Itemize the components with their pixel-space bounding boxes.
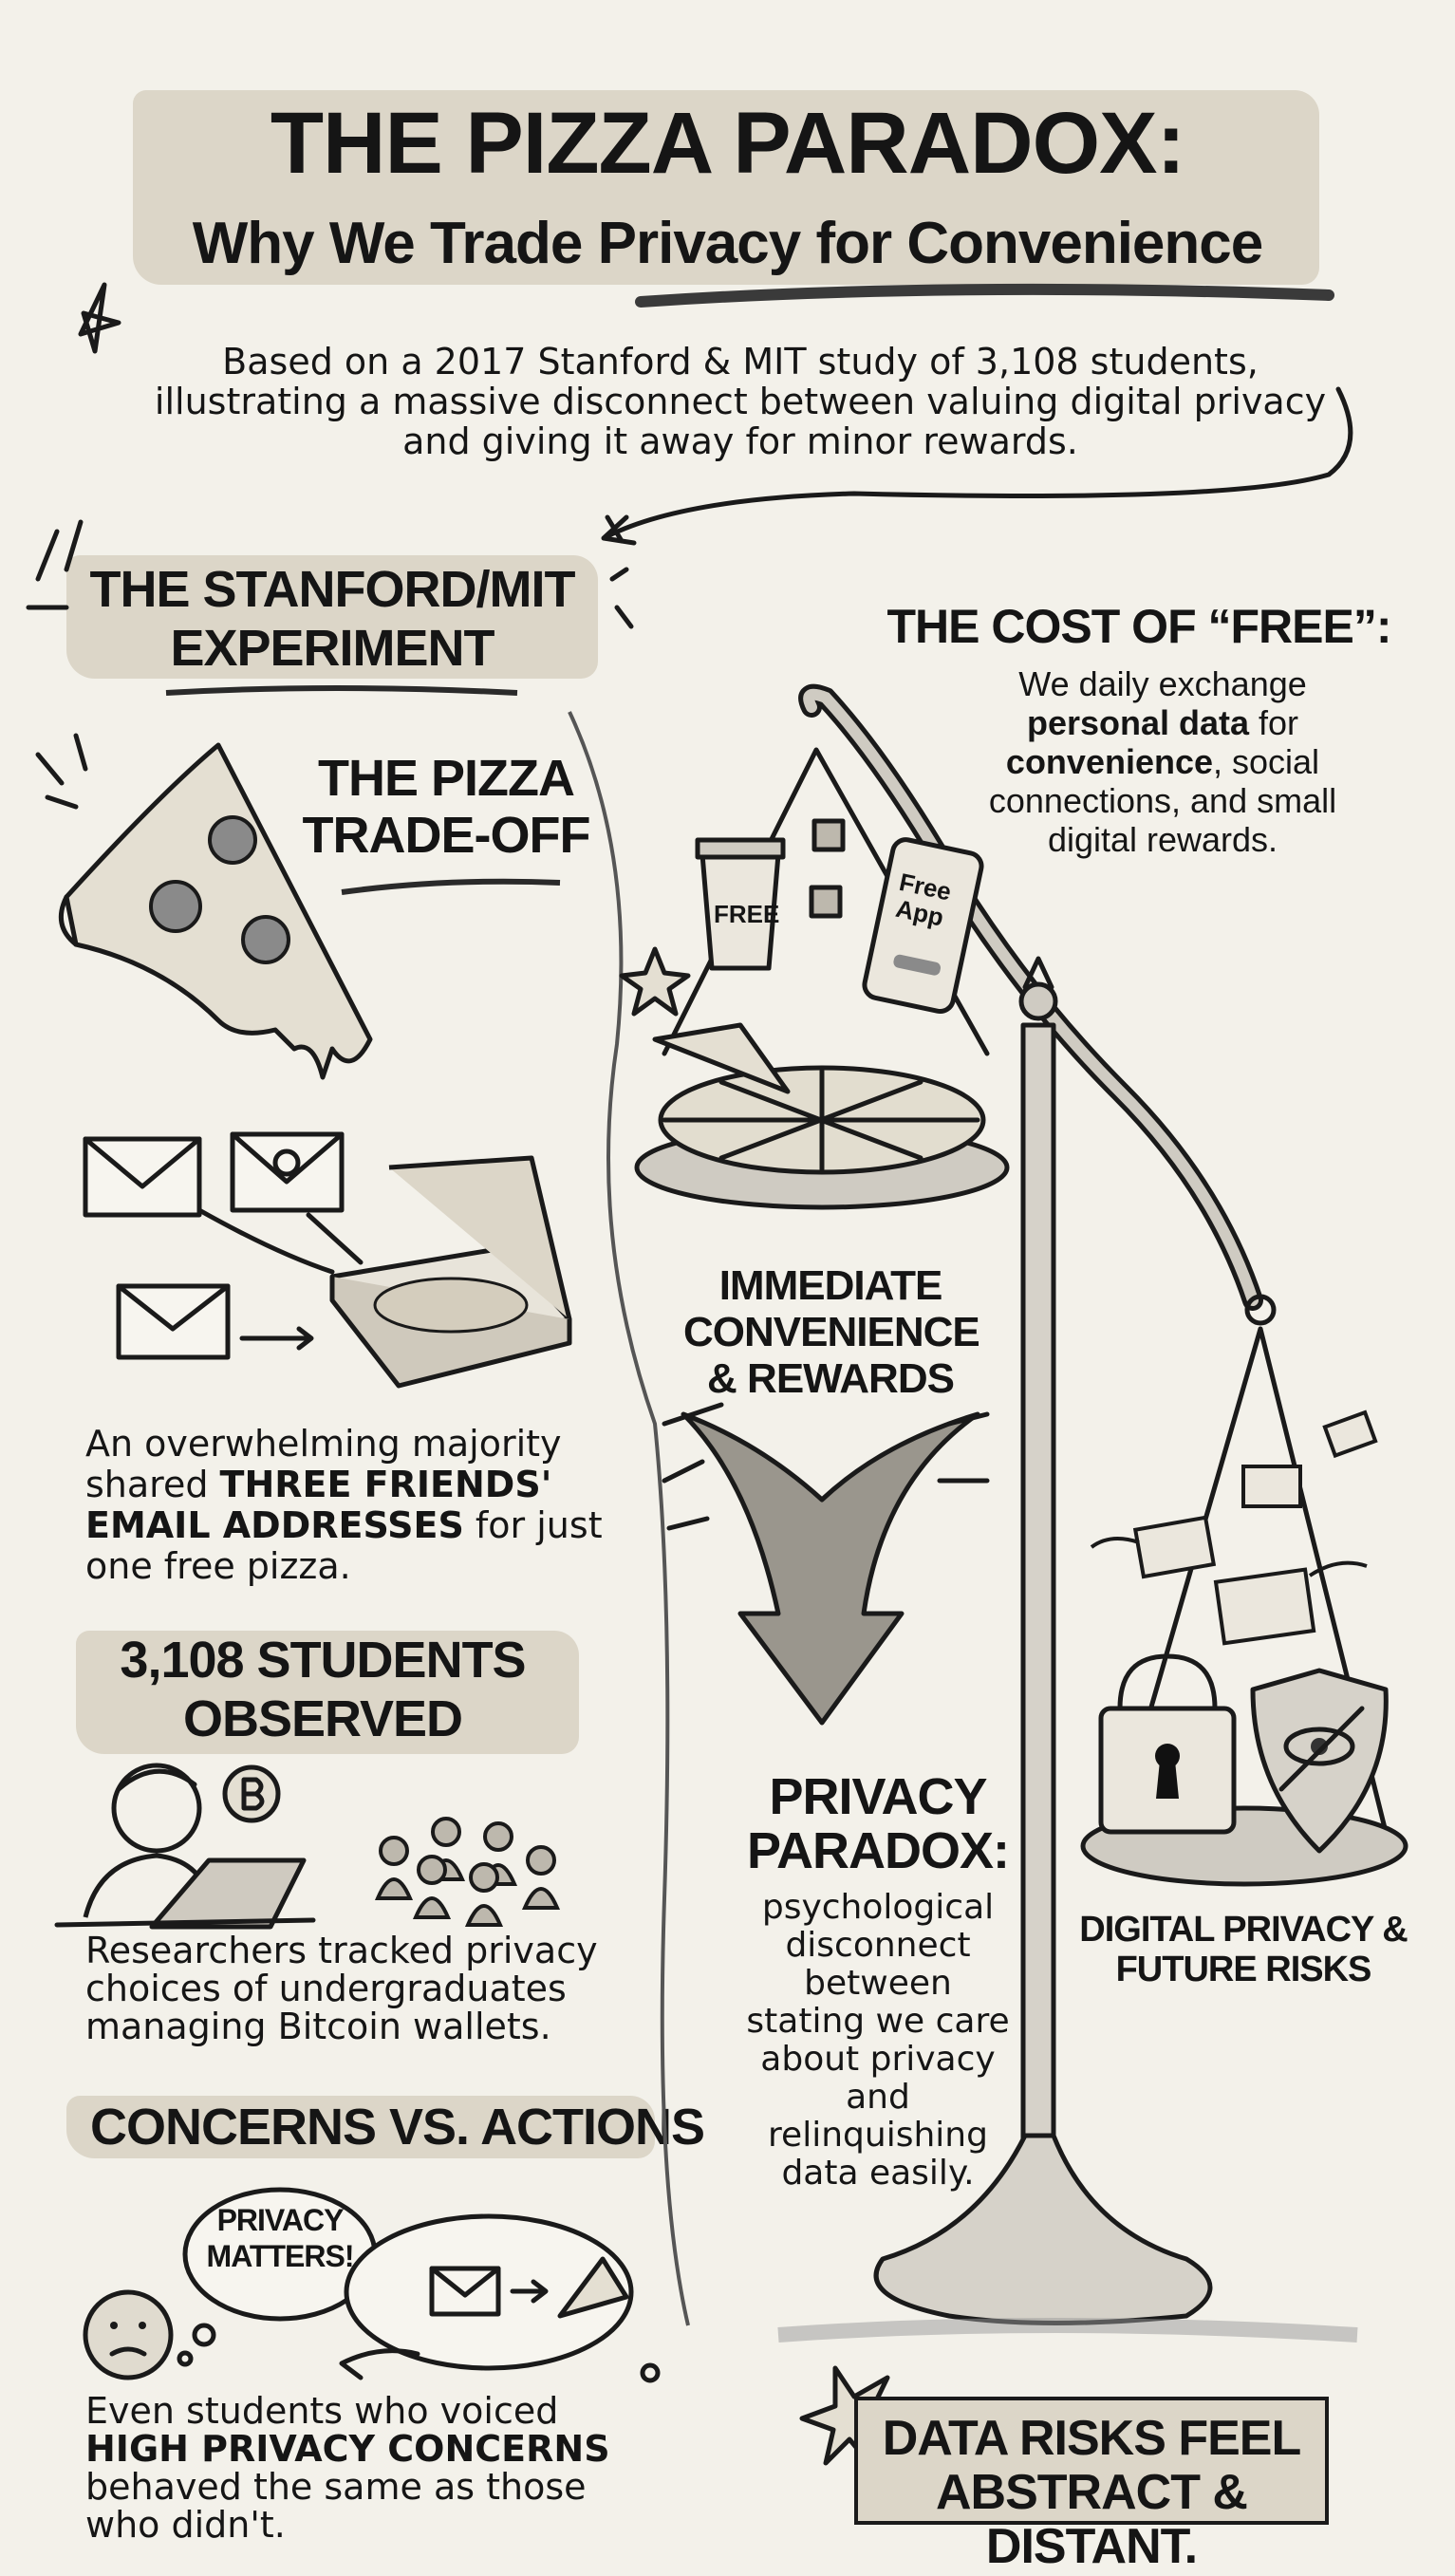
burst-icon [26,514,634,696]
cost-text-pre: We daily exchange [1018,664,1307,703]
student-group-icon [374,1817,561,1927]
page-title: THE PIZZA PARADOX: [270,95,1185,192]
title-highlight [133,90,1319,285]
cost-text-bold2: convenience [1005,742,1214,781]
tradeoff-text-pre: An overwhelming majority shared [85,1423,562,1505]
students-text: Researchers tracked privacy choices of u… [85,1930,598,2047]
intro-text: Based on a 2017 Stanford & MIT study of … [154,341,1327,462]
cost-text-mid: for [1249,703,1299,742]
cup-label: FREE [714,900,780,928]
envelope-icon [116,1283,231,1360]
concerns-text-bold: HIGH PRIVACY CONCERNS [85,2428,610,2470]
student-laptop-icon [54,1763,561,1930]
pizza-slice-icon [35,733,373,1080]
free-coffee-cup-icon [695,837,786,971]
page-subtitle: Why We Trade Privacy for Convenience [192,211,1263,276]
cost-text-post: , social connections, and small digital … [988,742,1337,859]
shield-eye-icon [1250,1668,1389,1854]
tradeoff-text: An overwhelming majority shared THREE FR… [85,1424,645,1587]
title-underline [78,282,1334,354]
worried-face-icon [83,2289,174,2380]
paradox-heading: PRIVACY PARADOX: [746,1768,1010,1879]
cost-text: We daily exchange personal data for conv… [973,664,1352,859]
phone-label: Free App [893,867,954,932]
experiment-highlight [66,555,598,679]
concerns-heading: CONCERNS VS. ACTIONS [90,2099,705,2156]
padlock-icon [1098,1653,1237,1835]
pizza-box-icon [329,1155,572,1389]
email-at-icon [230,1131,345,1213]
concerns-text-pre: Even students who voiced [85,2390,559,2432]
action-bubble-icon [344,2213,661,2383]
emails-to-pizza-box-icon [83,1131,572,1389]
students-highlight [76,1631,579,1754]
bitcoin-icon [222,1764,281,1823]
tradeoff-text-bold: THREE FRIENDS' EMAIL ADDRESSES [85,1464,552,1546]
concerns-text-post: behaved the same as those who didn't. [85,2466,587,2546]
tradeoff-heading: THE PIZZA TRADE-OFF [302,750,591,864]
privacy-matters-bubble-text: PRIVACY MATTERS! [206,2203,355,2273]
tradeoff-underline [341,878,561,895]
paradox-text: psychological disconnect between stating… [746,1888,1010,2193]
left-pan-label: IMMEDIATE CONVENIENCE & REWARDS [683,1262,980,1402]
cost-text-bold1: personal data [1026,703,1250,742]
experiment-heading: THE STANFORD/MIT EXPERIMENT [89,561,576,677]
down-arrow-icon [681,1411,980,1726]
concerns-highlight [66,2096,655,2158]
phone-app-icon [862,837,984,1015]
envelope-icon [83,1136,202,1218]
flying-envelopes-icon [1090,1409,1378,1646]
thumbs-up-icon [809,818,846,919]
tradeoff-text-post: for just one free pizza. [85,1504,603,1587]
right-pan-label: DIGITAL PRIVACY & FUTURE RISKS [1079,1910,1408,1989]
students-heading: 3,108 STUDENTS OBSERVED [120,1632,526,1747]
concerns-text: Even students who voiced HIGH PRIVACY CO… [85,2392,645,2544]
callout-box: DATA RISKS FEEL ABSTRACT & DISTANT. [854,2397,1329,2574]
concerns-illustration [83,2187,661,2383]
thought-bubble-icon [177,2187,378,2367]
cost-heading: THE COST OF “FREE”: [886,600,1392,653]
